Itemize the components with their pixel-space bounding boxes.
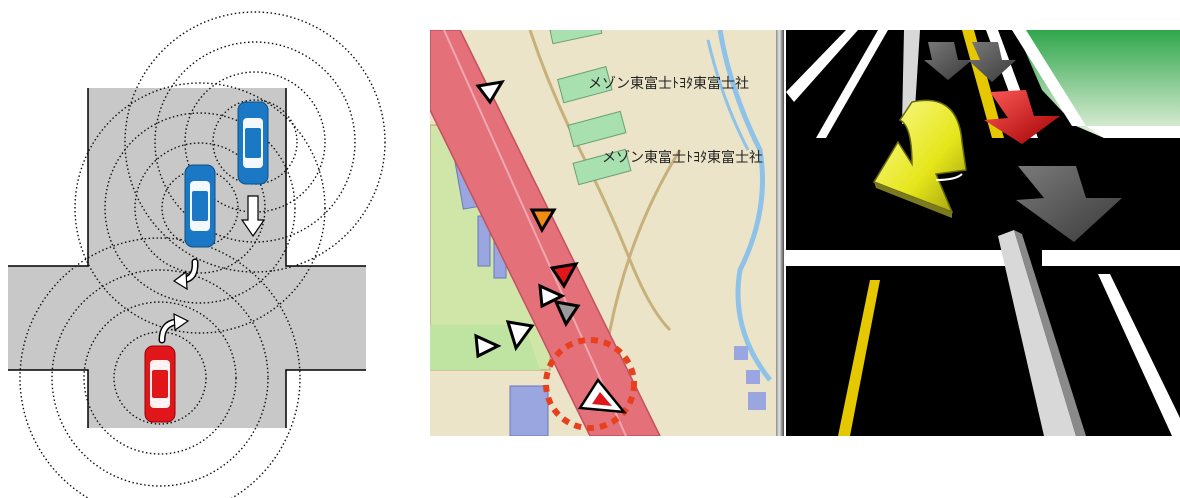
intersection-diagram <box>8 11 386 498</box>
right-turn-arrow-icon <box>158 312 190 344</box>
vehicle-triangle-icon <box>549 262 579 289</box>
range-ring <box>51 269 269 487</box>
road-edge-top-right <box>285 88 366 267</box>
range-ring <box>104 112 296 304</box>
block <box>509 385 549 436</box>
range-ring <box>83 301 237 455</box>
road-edge-bottom-right <box>285 369 366 428</box>
block <box>746 370 760 384</box>
blue-car-icon <box>184 164 216 248</box>
u-turn-arrow-icon <box>172 258 199 291</box>
vehicle-triangle-icon <box>529 208 557 234</box>
river-line <box>717 30 772 382</box>
building <box>572 148 632 186</box>
guidance-3d-view <box>786 30 1180 436</box>
vehicle-triangle-icon <box>538 283 566 309</box>
range-ring <box>184 71 326 213</box>
median-divider <box>902 30 1086 436</box>
turn-arrow-3d-icon <box>872 99 967 218</box>
range-ring <box>124 11 386 273</box>
current-position-ring <box>543 337 637 431</box>
vehicle-triangle-icon <box>505 320 535 352</box>
range-ring <box>154 41 356 243</box>
range-ring <box>161 169 239 247</box>
range-ring <box>134 142 266 274</box>
river-line <box>706 39 750 151</box>
range-ring <box>19 237 301 498</box>
map-label: メゾン東富士ﾄﾖﾀ東富士社 <box>588 75 749 92</box>
range-ring <box>74 82 326 334</box>
lane-arrow-gray <box>924 42 972 80</box>
vehicle-triangle-icon <box>475 79 505 105</box>
vehicle-triangle-icon <box>553 300 581 328</box>
building <box>556 66 613 104</box>
down-arrow-icon <box>240 195 266 238</box>
block <box>734 346 748 360</box>
panel-separator <box>776 30 784 436</box>
block <box>748 392 766 410</box>
range-ring <box>212 99 298 185</box>
current-position-arrow <box>592 392 612 406</box>
communication-ranges <box>19 11 386 498</box>
map-label: メゾン東富士ﾄﾖﾀ東富士社 <box>602 149 763 166</box>
building <box>549 30 603 45</box>
building <box>567 110 627 148</box>
scenery <box>1016 30 1180 138</box>
navigation-map: メゾン東富士ﾄﾖﾀ東富士社 メゾン東富士ﾄﾖﾀ東富士社 <box>430 30 778 436</box>
vehicle-triangle-icon <box>474 333 502 359</box>
lane-arrow-gray <box>968 42 1016 82</box>
path-line <box>528 30 672 332</box>
red-car-icon <box>144 345 176 423</box>
road-centerline <box>443 30 627 436</box>
blue-car-icon <box>237 101 269 185</box>
lane-arrow-red <box>984 90 1060 144</box>
main-road <box>430 30 661 436</box>
lane-arrow-gray <box>1016 166 1122 242</box>
road-edge-bottom <box>8 369 89 428</box>
road-edge-top <box>8 88 89 267</box>
